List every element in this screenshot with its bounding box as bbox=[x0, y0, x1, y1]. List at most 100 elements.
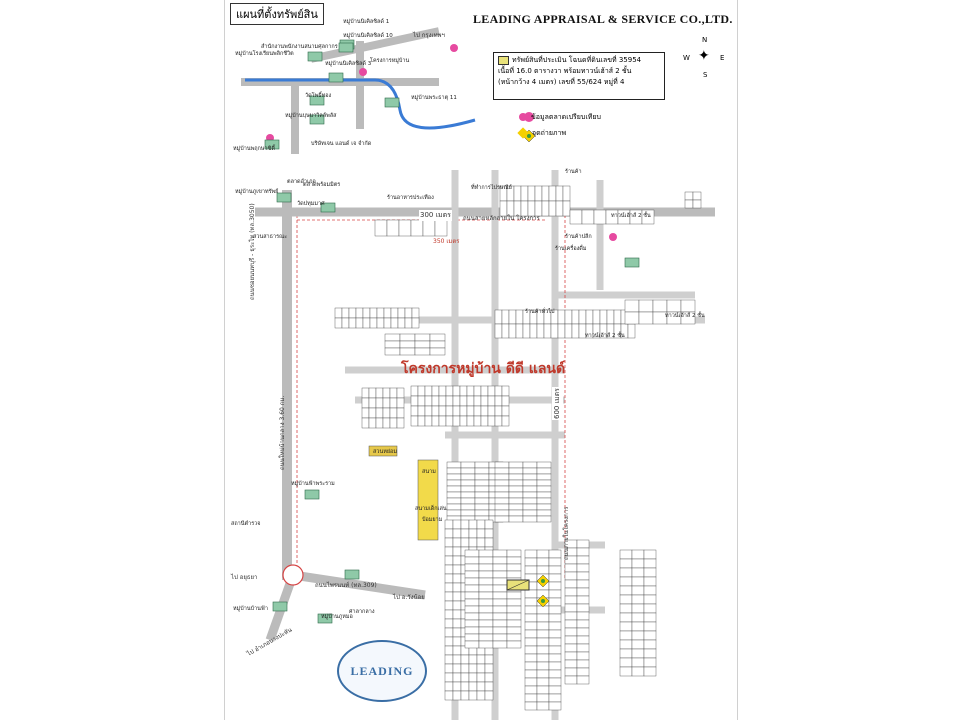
poi-label: หมู่บ้านพฤกษาซิตี้ bbox=[233, 146, 275, 152]
house-unit bbox=[460, 461, 476, 469]
house-unit bbox=[564, 309, 573, 325]
house-unit bbox=[631, 558, 645, 569]
house-unit bbox=[548, 701, 562, 711]
house-unit bbox=[564, 659, 578, 669]
house-unit bbox=[478, 584, 494, 593]
house-unit bbox=[643, 603, 657, 614]
house-unit bbox=[417, 385, 426, 397]
house-unit bbox=[564, 571, 578, 581]
house-unit bbox=[576, 579, 590, 589]
house-unit bbox=[460, 519, 470, 530]
house-unit bbox=[389, 387, 398, 399]
house-unit bbox=[508, 497, 524, 505]
house-unit bbox=[389, 397, 398, 409]
house-unit bbox=[576, 619, 590, 629]
house-unit bbox=[522, 323, 531, 339]
poi-label: หมู่บ้านฟ้าพระราม bbox=[291, 481, 335, 487]
house-unit bbox=[619, 612, 633, 623]
house-unit bbox=[376, 307, 385, 319]
house-unit bbox=[536, 497, 552, 505]
house-unit bbox=[460, 503, 476, 511]
house-unit bbox=[492, 549, 508, 558]
house-unit bbox=[429, 340, 446, 349]
house-unit bbox=[473, 385, 482, 397]
house-unit bbox=[487, 415, 496, 427]
market-marker bbox=[609, 233, 617, 241]
house-unit bbox=[382, 387, 391, 399]
poi-label: ร้านเครื่องดื่ม bbox=[555, 246, 587, 252]
house-unit bbox=[564, 595, 578, 605]
house-unit bbox=[638, 299, 654, 313]
house-unit bbox=[576, 555, 590, 565]
house-unit bbox=[643, 549, 657, 560]
poi-label: ป้อมยาม bbox=[422, 517, 443, 523]
village-icon bbox=[309, 114, 325, 125]
house-unit bbox=[564, 563, 578, 573]
house-unit bbox=[361, 407, 370, 419]
house-unit bbox=[524, 669, 538, 679]
house-unit bbox=[410, 405, 419, 417]
house-unit bbox=[576, 635, 590, 645]
compass-s: S bbox=[703, 71, 708, 79]
legend-market: ข้อมูลตลาดเปรียบเทียบ bbox=[519, 112, 601, 123]
house-unit bbox=[348, 307, 357, 319]
house-unit bbox=[524, 701, 538, 711]
house-unit bbox=[460, 690, 470, 701]
house-unit bbox=[548, 549, 562, 559]
house-unit bbox=[452, 519, 462, 530]
house-unit bbox=[452, 564, 462, 575]
photo-point-icon bbox=[536, 594, 550, 608]
house-unit bbox=[536, 661, 550, 671]
poi-label: หมู่บ้านภูหมอ bbox=[321, 614, 353, 620]
house-unit bbox=[452, 405, 461, 417]
house-unit bbox=[468, 654, 478, 665]
house-unit bbox=[468, 690, 478, 701]
house-unit bbox=[341, 317, 350, 329]
house-unit bbox=[562, 185, 571, 202]
house-unit bbox=[548, 693, 562, 703]
distance-600: 600 เมตร bbox=[552, 387, 563, 420]
village-icon bbox=[307, 51, 323, 62]
house-unit bbox=[508, 491, 524, 499]
house-unit bbox=[576, 587, 590, 597]
house-unit bbox=[362, 317, 371, 329]
house-unit bbox=[548, 573, 562, 583]
house-unit bbox=[520, 185, 529, 202]
house-unit bbox=[410, 395, 419, 407]
house-unit bbox=[446, 491, 462, 499]
house-unit bbox=[464, 570, 480, 579]
house-unit bbox=[466, 405, 475, 417]
logo-text: LEADING bbox=[350, 664, 414, 678]
house-unit bbox=[445, 395, 454, 407]
house-unit bbox=[478, 591, 494, 600]
house-unit bbox=[460, 663, 470, 674]
poi-label: ที่ทำการไปรษณีย์ bbox=[471, 185, 512, 191]
house-unit bbox=[536, 557, 550, 567]
house-unit bbox=[548, 661, 562, 671]
house-unit bbox=[501, 415, 510, 427]
house-unit bbox=[585, 309, 594, 325]
house-unit bbox=[494, 485, 510, 493]
house-unit bbox=[444, 582, 454, 593]
road-label-ayutthaya: ไป อยุธยา bbox=[231, 574, 258, 581]
house-unit bbox=[564, 635, 578, 645]
house-unit bbox=[460, 528, 470, 539]
house-unit bbox=[474, 503, 490, 511]
house-unit bbox=[431, 405, 440, 417]
road-label-roiet: ไป อ.วังน้อย bbox=[393, 594, 425, 601]
house-unit bbox=[631, 621, 645, 632]
house-unit bbox=[492, 584, 508, 593]
house-unit bbox=[444, 645, 454, 656]
house-unit bbox=[643, 648, 657, 659]
house-unit bbox=[484, 537, 494, 548]
house-unit bbox=[480, 385, 489, 397]
house-unit bbox=[487, 395, 496, 407]
house-unit bbox=[487, 405, 496, 417]
poi-label: สำนักงานพนักงานสนามศุลกากร bbox=[261, 44, 338, 50]
house-unit bbox=[666, 299, 682, 313]
house-unit bbox=[684, 199, 694, 209]
house-unit bbox=[508, 479, 524, 487]
house-unit bbox=[494, 461, 510, 469]
house-unit bbox=[536, 467, 552, 475]
poi-label: สถานีตำรวจ bbox=[231, 521, 261, 527]
